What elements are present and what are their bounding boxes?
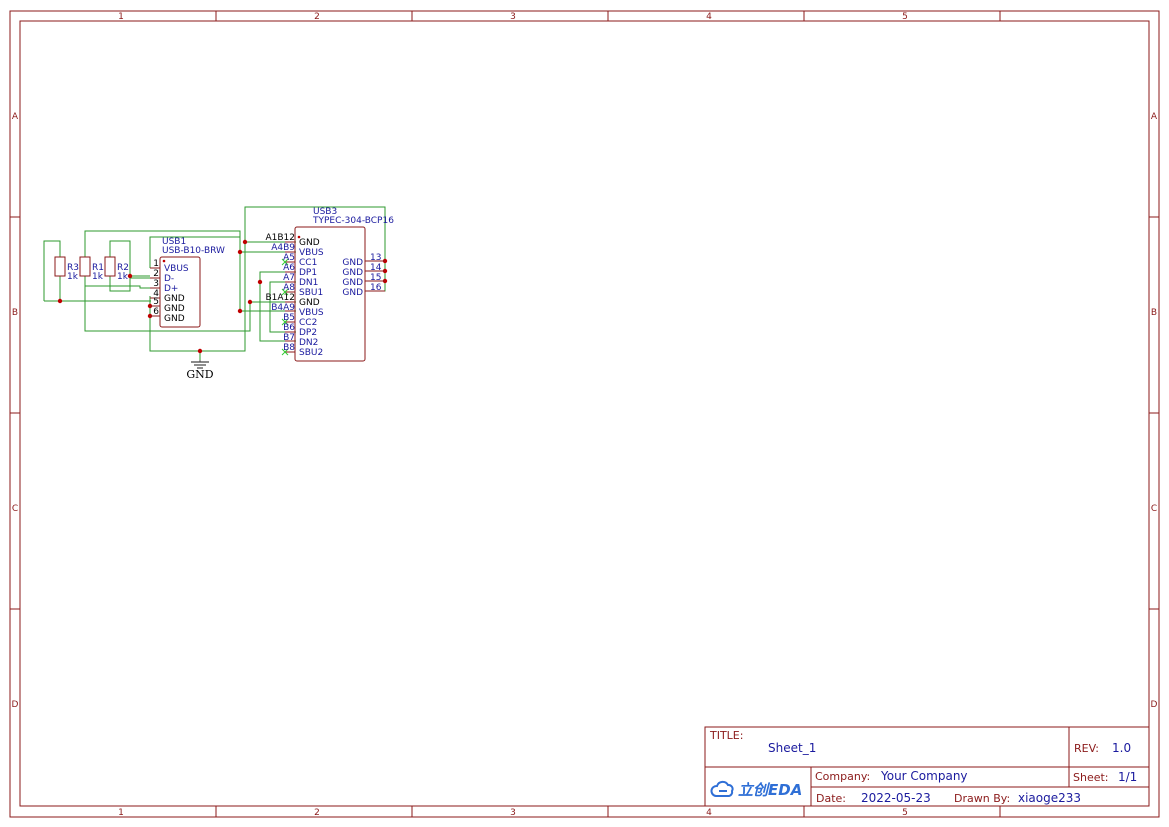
col-label-top: 5 bbox=[902, 12, 908, 22]
row-label-right: D bbox=[1151, 700, 1158, 710]
resistor-ref: R1 bbox=[92, 263, 104, 273]
pin-name: VBUS bbox=[164, 264, 189, 274]
pin-number: A4B9 bbox=[271, 243, 295, 253]
drawing-frame: 1 2 3 4 5 1 2 3 4 5 A B C D A B C D bbox=[9, 10, 1160, 818]
pin-name: GND bbox=[164, 304, 185, 314]
pin-number: 2 bbox=[153, 269, 159, 279]
pin-number: 6 bbox=[153, 307, 159, 317]
pin-name: GND bbox=[299, 238, 320, 248]
cloud-icon bbox=[710, 780, 734, 797]
col-label-bottom: 2 bbox=[314, 808, 320, 818]
col-label-top: 3 bbox=[510, 12, 516, 22]
pin-number: B7 bbox=[283, 333, 295, 343]
pin-name: D+ bbox=[164, 284, 178, 294]
col-label-bottom: 4 bbox=[706, 808, 712, 818]
pin-name: GND bbox=[342, 288, 363, 298]
pin-number: B1A12 bbox=[265, 293, 295, 303]
component-ref: USB3 bbox=[313, 207, 337, 217]
title-block: TITLE: Sheet_1 REV: 1.0 Company: Your Co… bbox=[704, 726, 1150, 807]
col-label-bottom: 5 bbox=[902, 808, 908, 818]
row-label-right: C bbox=[1151, 504, 1157, 514]
pin-name: DP2 bbox=[299, 328, 317, 338]
wires bbox=[43, 206, 386, 360]
row-label-left: A bbox=[12, 112, 19, 122]
logo-text: 立创EDA bbox=[738, 781, 802, 799]
row-label-left: B bbox=[12, 308, 18, 318]
sheet-title: Sheet_1 bbox=[768, 741, 816, 755]
resistor-value: 1k bbox=[117, 272, 129, 282]
resistor-r3[interactable]: R3 1k bbox=[54, 256, 79, 282]
pin-number: 1 bbox=[153, 259, 159, 269]
resistor-ref: R2 bbox=[117, 263, 129, 273]
col-label-top: 1 bbox=[118, 12, 124, 22]
company-label: Company: bbox=[815, 770, 870, 783]
pin-name: DP1 bbox=[299, 268, 317, 278]
title-label: TITLE: bbox=[709, 729, 743, 742]
pin-name: GND bbox=[342, 258, 363, 268]
pin-number: 14 bbox=[370, 263, 382, 273]
gnd-label: GND bbox=[186, 368, 213, 381]
component-ref: USB1 bbox=[162, 237, 186, 247]
pin-name: GND bbox=[164, 314, 185, 324]
sheet-label: Sheet: bbox=[1073, 771, 1109, 784]
pin-name: VBUS bbox=[299, 248, 324, 258]
pin-name: GND bbox=[342, 278, 363, 288]
component-part: USB-B10-BRW bbox=[162, 246, 225, 256]
col-label-top: 2 bbox=[314, 12, 320, 22]
row-label-right: B bbox=[1151, 308, 1157, 318]
resistor-value: 1k bbox=[67, 272, 79, 282]
date-value: 2022-05-23 bbox=[861, 791, 931, 805]
rev-value: 1.0 bbox=[1112, 741, 1131, 755]
row-label-right: A bbox=[1151, 112, 1158, 122]
row-label-left: C bbox=[12, 504, 18, 514]
pin-name: CC2 bbox=[299, 318, 317, 328]
pin-number: 5 bbox=[153, 297, 159, 307]
pin-name: DN1 bbox=[299, 278, 318, 288]
date-label: Date: bbox=[816, 792, 846, 805]
pin-name: VBUS bbox=[299, 308, 324, 318]
pin-name: GND bbox=[299, 298, 320, 308]
resistor-value: 1k bbox=[92, 272, 104, 282]
lceda-logo: 立创EDA bbox=[710, 780, 802, 799]
pin-number: 13 bbox=[370, 253, 381, 263]
rev-label: REV: bbox=[1074, 742, 1099, 755]
pin-number: 15 bbox=[370, 273, 381, 283]
pin-number: 16 bbox=[370, 283, 382, 293]
drawn-by-label: Drawn By: bbox=[954, 792, 1010, 805]
resistor-ref: R3 bbox=[67, 263, 79, 273]
component-part: TYPEC-304-BCP16 bbox=[312, 216, 394, 226]
resistor-r1[interactable]: R1 1k bbox=[79, 256, 104, 282]
resistor-r2[interactable]: R2 1k bbox=[104, 256, 129, 282]
pin-number: 3 bbox=[153, 279, 159, 289]
pin-number: B5 bbox=[283, 313, 295, 323]
pin-number: B8 bbox=[283, 343, 295, 353]
pin-number: 4 bbox=[153, 289, 159, 299]
pin-number: A7 bbox=[283, 273, 295, 283]
connector-usb1[interactable]: USB1 USB-B10-BRW 1 2 3 4 5 6 VBUS D- D+ … bbox=[150, 237, 225, 328]
col-label-bottom: 1 bbox=[118, 808, 124, 818]
pin-number: B6 bbox=[283, 323, 295, 333]
pin-number: B4A9 bbox=[271, 303, 295, 313]
pin-name: SBU2 bbox=[299, 348, 323, 358]
row-label-left: D bbox=[12, 700, 19, 710]
pin-name: DN2 bbox=[299, 338, 318, 348]
pin-name: D- bbox=[164, 274, 174, 284]
pin-name: SBU1 bbox=[299, 288, 323, 298]
pin-number: A1B12 bbox=[265, 233, 295, 243]
pin-number: A5 bbox=[283, 253, 295, 263]
col-label-top: 4 bbox=[706, 12, 712, 22]
no-connect-marks bbox=[281, 258, 289, 356]
pin-name: GND bbox=[164, 294, 185, 304]
pin-name: CC1 bbox=[299, 258, 317, 268]
sheet-value: 1/1 bbox=[1118, 770, 1137, 784]
gnd-symbol[interactable]: GND bbox=[186, 360, 214, 381]
pin-name: GND bbox=[342, 268, 363, 278]
pin-number: A8 bbox=[283, 283, 295, 293]
drawn-by-value: xiaoge233 bbox=[1018, 791, 1081, 805]
company-value: Your Company bbox=[880, 769, 968, 783]
connector-usb3[interactable]: USB3 TYPEC-304-BCP16 bbox=[265, 207, 394, 362]
pin-number: A6 bbox=[283, 263, 295, 273]
col-label-bottom: 3 bbox=[510, 808, 516, 818]
